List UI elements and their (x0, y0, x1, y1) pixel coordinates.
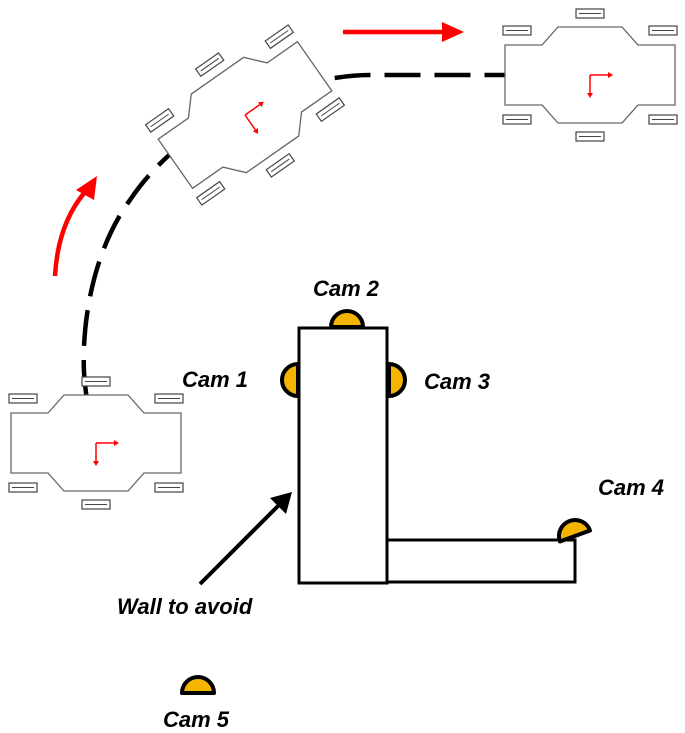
camera-icon (552, 513, 593, 544)
cam2-label: Cam 2 (313, 276, 380, 301)
camera-icon (180, 675, 216, 695)
cam5-label: Cam 5 (163, 707, 230, 732)
red-motion-arrow-straight (343, 22, 464, 42)
cam4-label: Cam 4 (598, 475, 664, 500)
robot-start (8, 376, 184, 510)
wall-to-avoid (297, 326, 577, 585)
cam3-label: Cam 3 (424, 369, 490, 394)
wall-pointer-arrow (198, 492, 292, 586)
robot-end (502, 8, 678, 142)
camera-icon (387, 362, 407, 398)
robot-mid (135, 10, 355, 220)
wall-label: Wall to avoid (117, 594, 253, 619)
camera-icon (280, 362, 300, 398)
red-motion-arrow-curved (52, 176, 97, 277)
cam1-label: Cam 1 (182, 367, 248, 392)
camera-icon (329, 309, 365, 329)
